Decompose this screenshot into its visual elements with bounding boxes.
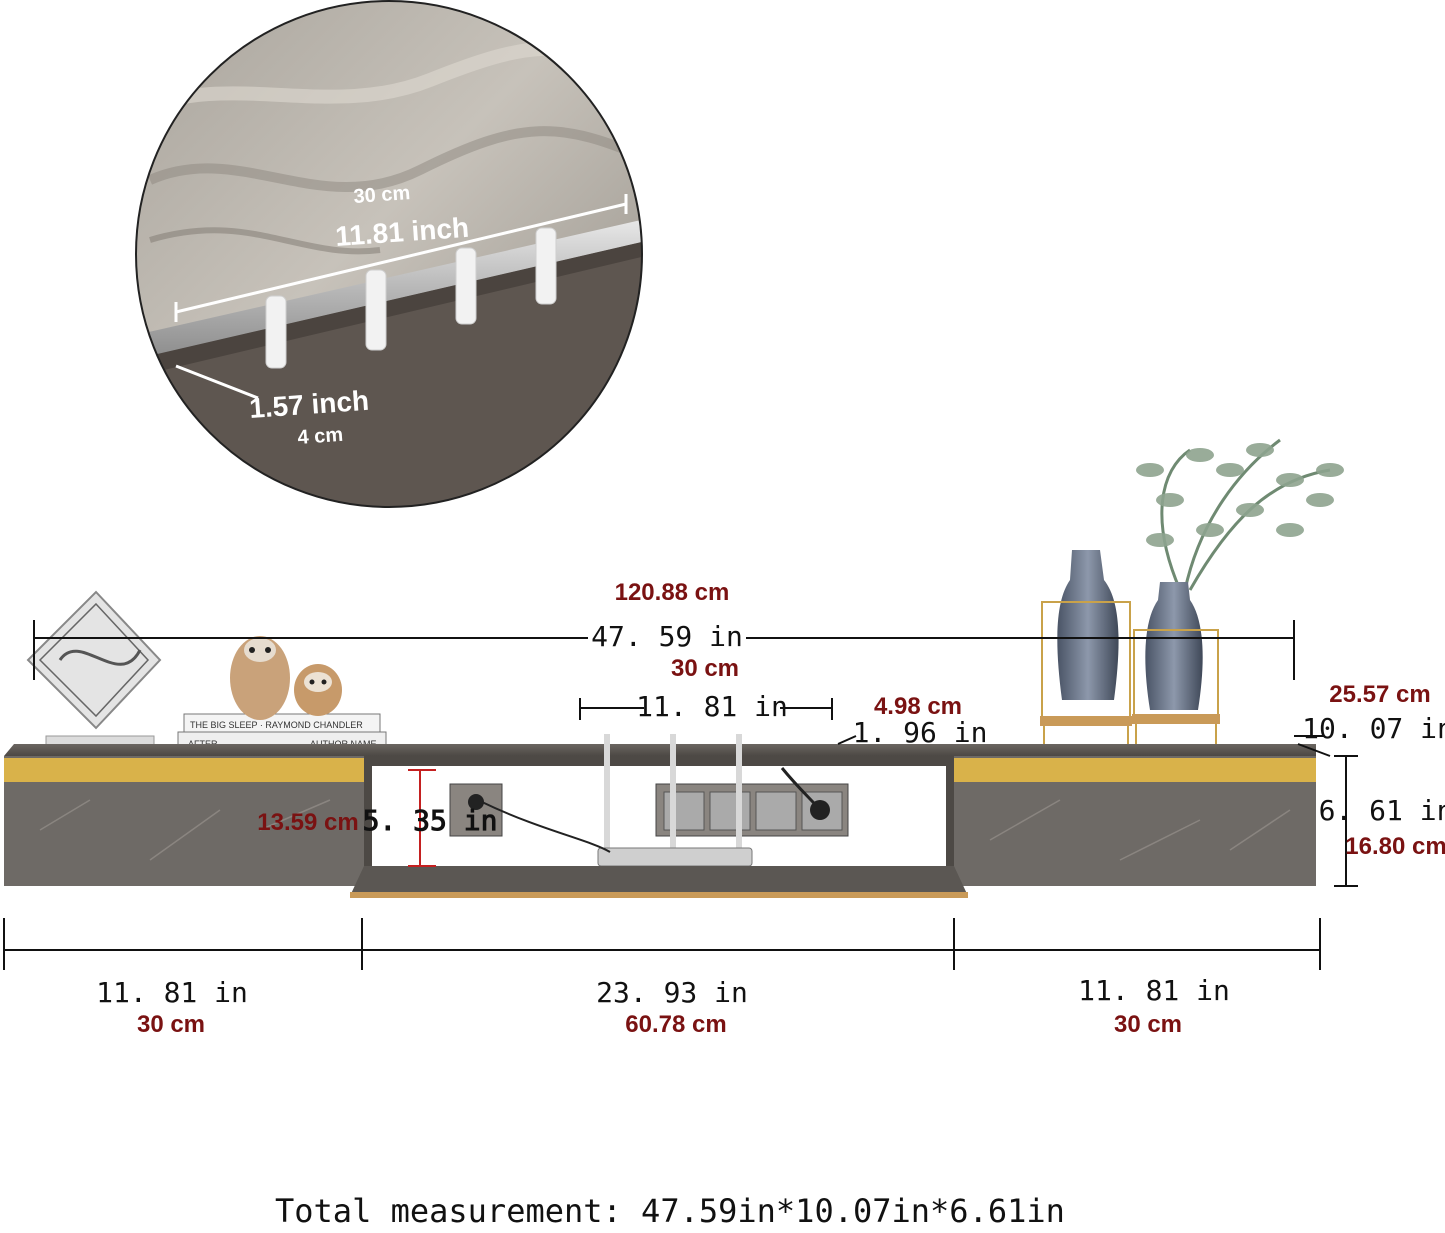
inset-depth-line — [175, 364, 259, 400]
depth-in: 10. 07 in — [1302, 712, 1445, 745]
vases-and-plant — [1040, 438, 1344, 752]
top-thickness-in: 1. 96 in — [853, 716, 988, 749]
inset-length-line — [175, 202, 627, 314]
middle-width-cm: 60.78 cm — [625, 1011, 726, 1038]
inset-depth-cm: 4 cm — [297, 424, 344, 449]
cube-sculpture — [26, 590, 162, 753]
detail-inset: 30 cm 11.81 inch 1.57 inch 4 cm — [135, 0, 643, 508]
opening-height-line — [408, 769, 436, 867]
middle-top-width-in: 11. 81 in — [636, 690, 788, 723]
overall-width-cm: 120.88 cm — [615, 579, 730, 606]
tv-cabinet — [4, 734, 1316, 898]
overall-width-in: 47. 59 in — [591, 620, 743, 653]
middle-width-in: 23. 93 in — [596, 976, 748, 1009]
left-width-cm: 30 cm — [137, 1011, 205, 1038]
book-title: THE BIG SLEEP · RAYMOND CHANDLER — [190, 720, 363, 730]
total-measurement: Total measurement: 47.59in*10.07in*6.61i… — [275, 1192, 1065, 1230]
depth-cm: 25.57 cm — [1329, 681, 1430, 708]
opening-height-in: 5. 35 in — [363, 804, 498, 837]
right-width-cm: 30 cm — [1114, 1011, 1182, 1038]
bird-figurines — [230, 636, 342, 720]
opening-height-cm: 13.59 cm — [257, 809, 358, 836]
dimension-lines — [3, 620, 1358, 970]
left-width-in: 11. 81 in — [96, 976, 248, 1009]
inset-length-cm: 30 cm — [353, 182, 411, 208]
top-thickness-cm: 4.98 cm — [874, 693, 962, 720]
height-in: 6. 61 in — [1319, 794, 1445, 827]
right-width-in: 11. 81 in — [1078, 974, 1230, 1007]
height-cm: 16.80 cm — [1345, 833, 1445, 860]
middle-top-width-cm: 30 cm — [671, 655, 739, 682]
